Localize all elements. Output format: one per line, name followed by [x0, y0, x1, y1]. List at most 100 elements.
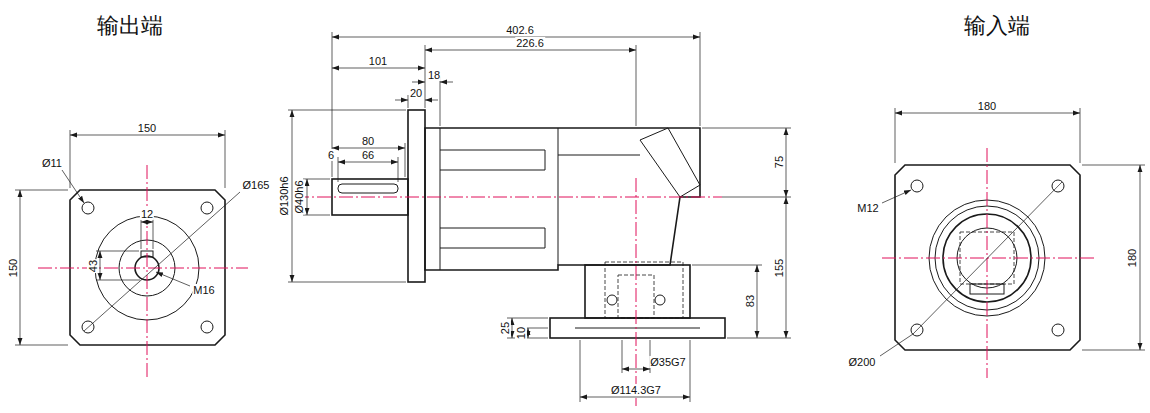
dimension-value: 18 — [427, 69, 441, 81]
dimension-value: Ø114.3G7 — [610, 384, 662, 396]
side-view-part — [295, 197, 722, 198]
dimension-value: 180 — [1126, 248, 1138, 268]
side-dimensions-part — [528, 328, 529, 338]
side-dimensions-part — [786, 197, 787, 338]
side-dimensions-part — [440, 77, 441, 126]
side-view-part — [440, 248, 545, 249]
input-end-view-part — [911, 180, 923, 192]
side-view-part — [545, 150, 546, 170]
side-dimensions-part — [425, 45, 426, 108]
side-view-part — [558, 155, 640, 156]
output-end-dimensions-part — [153, 218, 154, 249]
dimension-value: 75 — [773, 155, 785, 169]
input-end-view-part — [882, 258, 1097, 259]
output-end-dimensions-part — [84, 192, 240, 331]
side-view-part — [585, 265, 690, 318]
output-end-dimensions — [15, 130, 240, 345]
dimension-value: Ø40h6 — [293, 179, 305, 214]
side-dimensions-part — [727, 338, 791, 339]
side-dimensions-part — [288, 110, 406, 111]
input-end-dimensions-part — [1082, 165, 1145, 166]
side-dimensions-part — [440, 82, 453, 83]
side-dimensions-part — [702, 128, 791, 129]
output-end-view-part — [201, 321, 213, 333]
view-title: 输出端 — [96, 14, 164, 38]
side-view-part — [440, 128, 441, 270]
side-view-part — [408, 110, 425, 282]
side-dimensions-part — [636, 45, 637, 126]
output-end-dimensions-part — [141, 222, 153, 223]
input-end-dimensions-part — [880, 334, 913, 356]
side-dimensions-part — [524, 328, 548, 329]
thread-callout: M16 — [192, 284, 215, 296]
side-dimensions — [288, 32, 791, 402]
side-dimensions-part — [722, 197, 791, 198]
input-end-view-part — [987, 148, 988, 378]
dimension-value: 80 — [361, 135, 375, 147]
output-end-view-part — [38, 268, 248, 269]
input-end-dimensions-part — [882, 190, 911, 203]
input-end-dimensions-part — [913, 182, 1062, 334]
view-title: 输入端 — [963, 14, 1031, 38]
side-dimensions-part — [507, 338, 548, 339]
dimension-value: 402.6 — [505, 24, 535, 36]
dimension-value: 12 — [140, 208, 154, 220]
dimension-value: Ø35G7 — [649, 356, 686, 368]
side-dimensions-part — [338, 162, 398, 163]
side-dimensions-part — [757, 265, 758, 338]
side-dimensions-part — [425, 50, 636, 51]
dimension-value: 101 — [368, 55, 388, 67]
output-end-dimensions-part — [15, 190, 68, 191]
side-dimensions-part — [512, 318, 513, 338]
input-end-dimensions-part — [1082, 350, 1145, 351]
side-view-part — [550, 318, 725, 338]
side-dimensions-part — [425, 100, 438, 101]
side-dimensions-part — [395, 100, 408, 101]
input-end-dimensions-part — [1140, 165, 1141, 350]
side-dimensions-part — [338, 157, 339, 182]
dimension-value: 6 — [327, 149, 335, 161]
side-dimensions-part — [690, 340, 691, 402]
dimension-value: 150 — [137, 122, 157, 134]
side-view-part — [558, 128, 559, 265]
side-view — [295, 110, 725, 406]
output-end-dimensions-part — [70, 130, 71, 188]
dimension-value: 83 — [744, 294, 756, 308]
side-view-part — [545, 228, 546, 248]
dimension-value: Ø165 — [242, 179, 271, 191]
output-end-view-part — [82, 202, 94, 214]
dimension-value: 20 — [409, 87, 423, 99]
side-dimensions-part — [412, 82, 425, 83]
input-end-dimensions-part — [1080, 108, 1081, 163]
side-dimensions-part — [622, 369, 650, 370]
output-end-dimensions-part — [100, 251, 101, 280]
dimension-value: 43 — [87, 259, 99, 273]
output-end-dimensions-part — [70, 135, 225, 136]
side-view-part — [338, 184, 398, 193]
side-view-part — [605, 262, 683, 318]
input-end-view — [882, 148, 1097, 378]
side-view-part — [440, 170, 545, 171]
side-dimensions-part — [580, 340, 581, 402]
side-dimensions-part — [398, 157, 399, 182]
dimension-value: Ø200 — [848, 356, 877, 368]
side-dimensions-part — [507, 318, 548, 319]
dimension-value: 150 — [7, 258, 19, 278]
output-end-dimensions-part — [96, 280, 140, 281]
dimension-value: Ø130h6 — [278, 175, 290, 216]
input-end-dimensions — [880, 108, 1145, 356]
side-view-part — [440, 228, 545, 229]
side-view-part — [640, 128, 700, 197]
dimension-value: 180 — [977, 100, 997, 112]
side-view-part — [440, 150, 545, 151]
dimension-value: 25 — [499, 321, 511, 335]
side-view-part — [636, 178, 637, 406]
side-dimensions-part — [580, 397, 690, 398]
output-end-dimensions-part — [225, 130, 226, 188]
dimension-value: 226.6 — [515, 37, 545, 49]
side-view-part — [425, 128, 700, 270]
side-view-part — [607, 295, 617, 305]
